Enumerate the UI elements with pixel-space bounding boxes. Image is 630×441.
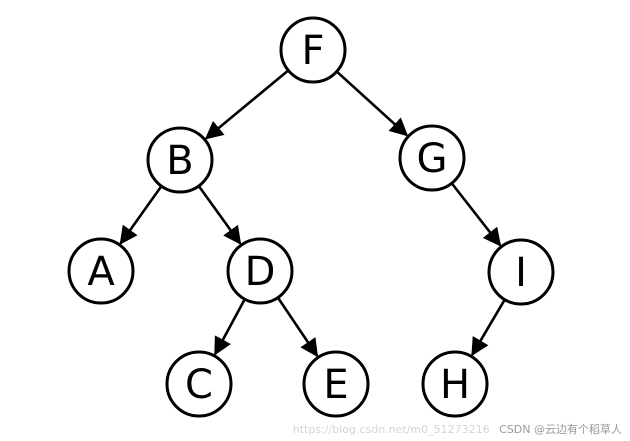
node-a: A — [67, 237, 135, 305]
node-label: G — [417, 136, 448, 182]
edge-i-h — [471, 299, 506, 357]
edge-b-d — [198, 186, 242, 245]
node-label: A — [87, 249, 115, 295]
node-circle — [398, 124, 466, 192]
nodes-layer: F B G A D I C E H — [67, 16, 555, 418]
node-circle — [146, 126, 214, 194]
node-circle — [279, 16, 347, 84]
node-circle — [421, 350, 489, 418]
node-label: I — [515, 250, 527, 296]
node-circle — [487, 238, 555, 306]
node-h: H — [421, 350, 489, 418]
node-label: C — [185, 362, 213, 408]
node-b: B — [146, 126, 214, 194]
node-label: D — [245, 249, 276, 295]
node-label: H — [440, 362, 470, 408]
watermark: https://blog.csdn.net/m0_51273216 CSDN @… — [293, 421, 622, 437]
node-d: D — [226, 237, 294, 305]
node-circle — [226, 237, 294, 305]
node-circle — [302, 350, 370, 418]
watermark-url: https://blog.csdn.net/m0_51273216 — [292, 423, 490, 436]
node-e: E — [302, 350, 370, 418]
node-label: B — [166, 138, 193, 184]
edge-g-i — [451, 183, 502, 247]
edge-b-a — [119, 186, 162, 245]
edges-layer — [119, 70, 506, 358]
node-label: E — [323, 362, 348, 408]
node-f: F — [279, 16, 347, 84]
edge-d-c — [214, 299, 246, 356]
edge-f-g — [336, 71, 409, 137]
node-circle — [67, 237, 135, 305]
watermark-brand: CSDN @云边有个稻草人 — [499, 423, 622, 436]
node-label: F — [301, 28, 324, 74]
edge-f-b — [204, 70, 289, 140]
node-g: G — [398, 124, 466, 192]
node-c: C — [165, 350, 233, 418]
node-i: I — [487, 238, 555, 306]
node-circle — [165, 350, 233, 418]
edge-d-e — [277, 297, 319, 358]
